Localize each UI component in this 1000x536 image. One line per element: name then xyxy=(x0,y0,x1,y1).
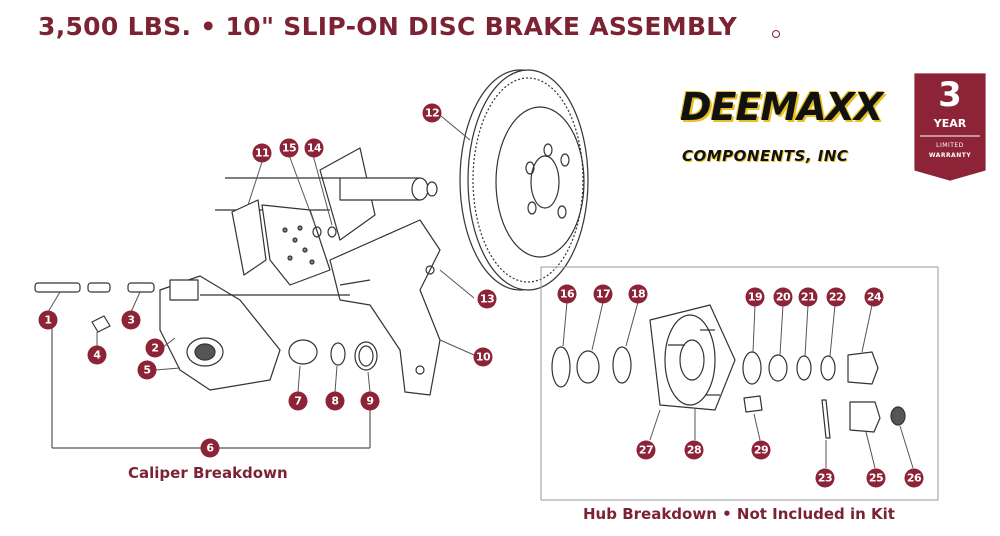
leader-lines xyxy=(47,115,914,469)
callout-16: 16 xyxy=(557,284,577,304)
warranty-badge: 3 YEAR LIMITED WARRANTY xyxy=(915,71,985,171)
hub-parts-drawing xyxy=(551,304,906,439)
caliper-breakdown-label: Caliper Breakdown xyxy=(128,464,288,482)
warranty-line2: WARRANTY xyxy=(928,152,972,159)
callout-17: 17 xyxy=(593,284,613,304)
warranty-line1: LIMITED xyxy=(936,142,964,149)
callout-23: 23 xyxy=(815,468,835,488)
callout-1: 1 xyxy=(38,310,58,330)
callout-15: 15 xyxy=(279,138,299,158)
callout-21: 21 xyxy=(798,287,818,307)
bracket-drawing xyxy=(329,219,441,396)
callout-7: 7 xyxy=(288,391,308,411)
callout-20: 20 xyxy=(773,287,793,307)
callout-9: 9 xyxy=(360,391,380,411)
callout-25: 25 xyxy=(866,468,886,488)
callout-27: 27 xyxy=(636,440,656,460)
callout-12: 12 xyxy=(422,103,442,123)
title-mark-icon xyxy=(772,30,780,38)
brand-logo: DEEMAXX COMPONENTS, INC xyxy=(680,85,900,170)
callout-5: 5 xyxy=(137,360,157,380)
caliper-drawing xyxy=(159,275,350,391)
warranty-badge-shape xyxy=(914,73,986,181)
brake-pads-drawing xyxy=(231,199,337,286)
callout-2: 2 xyxy=(145,338,165,358)
hub-breakdown-label: Hub Breakdown • Not Included in Kit xyxy=(583,505,895,523)
page-title: 3,500 LBS. • 10" SLIP-ON DISC BRAKE ASSE… xyxy=(38,12,738,41)
hub-breakdown-box xyxy=(540,266,939,501)
callout-19: 19 xyxy=(745,287,765,307)
callout-26: 26 xyxy=(904,468,924,488)
callout-28: 28 xyxy=(684,440,704,460)
callout-18: 18 xyxy=(628,284,648,304)
rotor-drawing xyxy=(459,69,589,291)
callout-8: 8 xyxy=(325,391,345,411)
warranty-year: YEAR xyxy=(933,117,967,130)
brand-name: DEEMAXX xyxy=(680,85,883,129)
callout-4: 4 xyxy=(87,345,107,365)
callout-11: 11 xyxy=(252,143,272,163)
callout-22: 22 xyxy=(826,287,846,307)
caliper-parts-drawing xyxy=(34,282,378,371)
spindle-drawing xyxy=(215,147,438,241)
brand-subtitle: COMPONENTS, INC xyxy=(682,147,849,165)
warranty-number: 3 xyxy=(938,75,962,115)
callout-14: 14 xyxy=(304,138,324,158)
callout-10: 10 xyxy=(473,347,493,367)
callout-6: 6 xyxy=(200,438,220,458)
callout-3: 3 xyxy=(121,310,141,330)
callout-29: 29 xyxy=(751,440,771,460)
callout-13: 13 xyxy=(477,289,497,309)
callout-24: 24 xyxy=(864,287,884,307)
